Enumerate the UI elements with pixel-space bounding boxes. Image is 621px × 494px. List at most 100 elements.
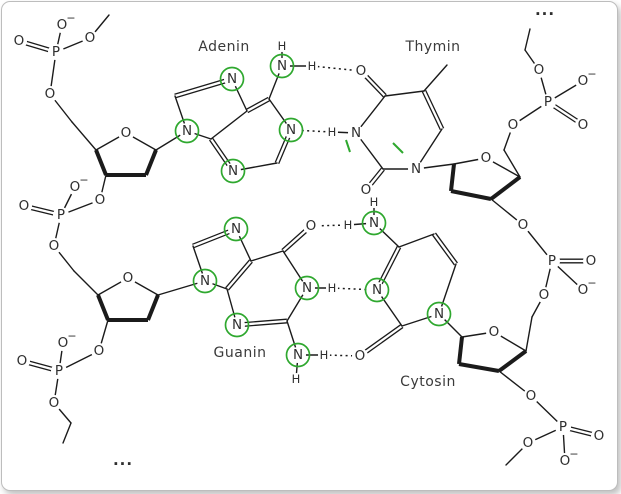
nitrogen-highlight-circle [364, 277, 390, 303]
atom-label-N: N [369, 215, 379, 231]
atom-mask [299, 280, 315, 296]
atom-label-O: O [481, 150, 492, 166]
atom-mask [48, 44, 64, 60]
atom-label-N: N [200, 273, 210, 289]
atom-mask [348, 125, 364, 141]
atom-label-O: O [121, 125, 132, 141]
atom-mask [179, 123, 195, 139]
atom-mask [225, 163, 241, 179]
atom-mask [555, 419, 571, 435]
atom-mask [46, 238, 62, 254]
atom-label-N: N [351, 125, 361, 141]
chain-continuation-top-right: ... [534, 1, 556, 19]
nitrogen-highlight-circle [192, 268, 218, 294]
bond [524, 28, 531, 51]
atom-label-N: N [182, 123, 192, 139]
bond [423, 64, 448, 92]
atom-label-O: O [489, 324, 500, 340]
nitrogen-highlight-circle [278, 117, 304, 143]
atom-label-N: N [277, 58, 287, 74]
atom-label-N: N [434, 306, 444, 322]
atom-label-O: O [586, 253, 597, 269]
atom-mask [575, 117, 591, 133]
atom-label-O: O [356, 63, 367, 79]
atom-label-O: O [95, 192, 106, 208]
atom-label-N: N [231, 221, 241, 237]
atom-label-H: H [328, 125, 337, 139]
atom-label-O: O [594, 428, 605, 444]
nitrogen-highlight-circle [220, 158, 246, 184]
atom-label-H: H [308, 59, 317, 73]
wedge-bond [449, 163, 456, 192]
atom-mask [557, 453, 573, 469]
atom-label-N: N [302, 280, 312, 296]
adenine-label: Adenin [198, 39, 250, 55]
atom-label-O: O [306, 218, 317, 234]
double-bond [175, 80, 233, 99]
atom-label-O: O [17, 353, 28, 369]
thymine-label: Thymin [405, 39, 461, 55]
atom-mask [366, 215, 382, 231]
nitrogen-highlight-circle [174, 118, 200, 144]
wedge-bond [146, 294, 160, 321]
atom-label-N: N [293, 347, 303, 363]
chain-continuation-bottom-left: ... [112, 451, 134, 469]
bond [250, 250, 284, 262]
atom-label-O: O [85, 30, 96, 46]
atom-mask [575, 73, 591, 89]
atom-mask [118, 125, 134, 141]
atom-label-O: O [534, 62, 545, 78]
atom-mask [290, 373, 302, 385]
atom-label-O: O [49, 238, 60, 254]
atom-mask [120, 270, 136, 286]
atom-label-O: O [578, 117, 589, 133]
nitrogen-highlight-circle [224, 312, 250, 338]
nitrogen-highlight-circle [269, 53, 295, 79]
atom-mask [369, 282, 385, 298]
double-bond [245, 96, 269, 110]
atom-label-O: O [523, 435, 534, 451]
atom-label-O: O [70, 179, 81, 195]
atom-label-N: N [228, 163, 238, 179]
atom-mask [515, 217, 531, 233]
atom-label-P: P [52, 44, 60, 60]
nitrogen-highlight-circle [294, 275, 320, 301]
atom-mask [358, 182, 374, 198]
atom-label-P: P [57, 207, 65, 223]
atom-label-O: O [14, 33, 25, 49]
atom-label-H: H [320, 348, 329, 362]
atom-mask [352, 348, 368, 364]
charge-minus: − [79, 174, 88, 187]
nitrogen-highlight-circle [219, 66, 245, 92]
double-bond [225, 259, 251, 289]
double-bond [358, 324, 402, 356]
bond [73, 270, 99, 296]
atom-label-O: O [94, 343, 105, 359]
guanine-label: Guanin [213, 345, 267, 361]
bond [62, 422, 72, 444]
double-bond [174, 76, 232, 95]
wedge-bond [94, 149, 108, 176]
atom-mask [82, 30, 98, 46]
atom-label-O: O [361, 182, 372, 198]
bond [525, 316, 533, 352]
atom-mask [92, 192, 108, 208]
bond [398, 233, 435, 248]
atom-label-O: O [58, 335, 69, 351]
atom-label-N: N [227, 71, 237, 87]
atom-mask [290, 347, 306, 363]
wedge-bond [458, 362, 500, 373]
bond [438, 263, 457, 315]
atom-mask [46, 395, 62, 411]
atom-label-H: H [292, 372, 301, 386]
atom-label-O: O [49, 395, 60, 411]
atom-mask [583, 253, 599, 269]
atom-mask [531, 62, 547, 78]
atom-label-O: O [539, 287, 550, 303]
double-bond [237, 322, 288, 328]
bond [384, 90, 425, 97]
double-bond [236, 318, 287, 324]
highlight-tick [392, 142, 404, 154]
